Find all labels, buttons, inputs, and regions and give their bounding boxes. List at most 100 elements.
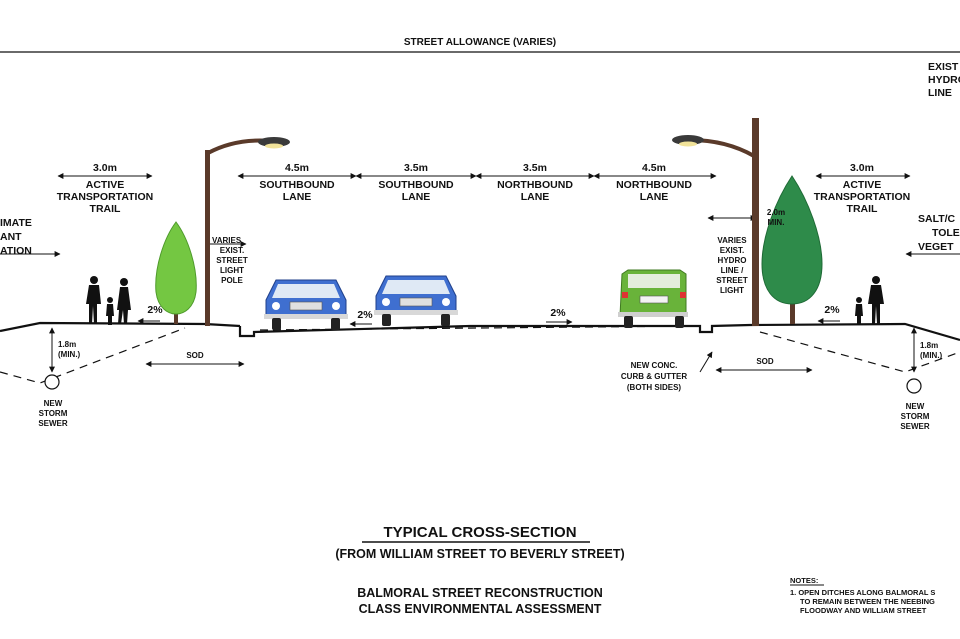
depth-right-label: 1.8m (MIN.) (920, 341, 942, 361)
right-edge-line2: TOLE (932, 227, 960, 239)
street-light-right-icon (672, 118, 759, 326)
pole-right-line3: HYDRO (717, 256, 747, 265)
pole-right-line1: VARIES (717, 236, 747, 245)
notes-block: NOTES: 1. OPEN DITCHES ALONG BALMORAL S … (790, 576, 935, 615)
lane-1-direction: SOUTHBOUND (259, 179, 335, 191)
lane-4-type: LANE (639, 191, 669, 203)
offset-label: 2.0m MIN. (758, 208, 794, 228)
climate-tolerant-vegetation-label: IMATE ANT ATION (0, 216, 32, 258)
depth-right-value: 1.8m (920, 341, 939, 350)
trail-right-label: 3.0m ACTIVE TRANSPORTATION TRAIL (802, 162, 922, 215)
sewer-left-line2: STORM (38, 409, 68, 418)
pole-left-line3: STREET (216, 256, 248, 265)
lane-3-direction: NORTHBOUND (497, 179, 573, 191)
curb-line3: (BOTH SIDES) (626, 383, 682, 392)
lane-1-type: LANE (282, 191, 312, 203)
existing-hydro-line-line1: EXIST (928, 61, 959, 73)
pedestrians-left-icon (86, 276, 131, 325)
sod-left-label: SOD (186, 351, 204, 360)
trail-right-line2: TRANSPORTATION (813, 191, 911, 203)
pole-left-line5: POLE (221, 276, 243, 285)
depth-right-min: (MIN.) (920, 351, 943, 360)
section-title: TYPICAL CROSS-SECTION (383, 524, 577, 541)
ditch-profile (0, 327, 960, 384)
project-name: BALMORAL STREET RECONSTRUCTION (357, 586, 603, 600)
slope-label-2: 2% (357, 309, 373, 321)
street-allowance-label: STREET ALLOWANCE (VARIES) (403, 37, 557, 48)
pole-right-line6: LIGHT (720, 286, 744, 295)
lane-2-width: 3.5m (404, 162, 428, 174)
offset-value: 2.0m (766, 208, 786, 217)
trail-left-width: 3.0m (93, 162, 117, 174)
trail-left-line3: TRAIL (89, 203, 121, 215)
notes-heading: NOTES: (790, 576, 819, 585)
depth-left-min: (MIN.) (58, 350, 81, 359)
sewer-left-line3: SEWER (38, 419, 68, 428)
pole-left-line2: EXIST. (219, 246, 245, 255)
slope-label-3: 2% (550, 307, 566, 319)
right-edge-line1: SALT/C (918, 213, 956, 225)
sewer-right-line3: SEWER (900, 422, 930, 431)
tree-right-icon (761, 175, 823, 324)
note-1-line3: FLOODWAY AND WILLIAM STREET (800, 606, 927, 615)
storm-sewer-right-icon (906, 378, 922, 394)
ground-profile (0, 321, 960, 342)
lane-4-width: 4.5m (642, 162, 666, 174)
sewer-right-label: NEW STORM SEWER (892, 402, 938, 432)
curb-gutter-label: NEW CONC. CURB & GUTTER (BOTH SIDES) (602, 360, 706, 393)
right-edge-line3: VEGET (918, 241, 954, 253)
trail-right-line1: ACTIVE (842, 179, 882, 191)
trail-right-line3: TRAIL (846, 203, 878, 215)
curb-line1: NEW CONC. (630, 361, 678, 370)
project-study: CLASS ENVIRONMENTAL ASSESSMENT (358, 602, 602, 616)
hydro-line-pole-label: VARIES EXIST. HYDRO LINE / STREET LIGHT (710, 236, 754, 296)
car-blue-1-icon (264, 279, 348, 330)
existing-hydro-line-line2: HYDRO (928, 74, 960, 86)
pole-right-line5: STREET (716, 276, 748, 285)
dimension-lines (0, 173, 960, 373)
depth-left-label: 1.8m (MIN.) (58, 340, 80, 360)
sewer-left-line1: NEW (43, 399, 63, 408)
section-subtitle: (FROM WILLIAM STREET TO BEVERLY STREET) (335, 547, 625, 561)
sod-right-label: SOD (756, 357, 774, 366)
street-light-left-icon (205, 137, 290, 326)
sewer-right-line2: STORM (900, 412, 930, 421)
lane-3-type: LANE (520, 191, 550, 203)
trail-right-width: 3.0m (850, 162, 874, 174)
sewer-right-line1: NEW (905, 402, 925, 411)
pole-left-line4: LIGHT (220, 266, 244, 275)
note-1-line2: TO REMAIN BETWEEN THE NEEBING (800, 597, 935, 606)
trail-left-line2: TRANSPORTATION (56, 191, 154, 203)
slope-arrows (137, 318, 840, 327)
car-green-icon (618, 269, 688, 328)
sewer-left-label: NEW STORM SEWER (30, 399, 76, 429)
pole-right-line2: EXIST. (719, 246, 745, 255)
lane-2-label: 3.5m SOUTHBOUND LANE (356, 162, 476, 203)
lane-3-label: 3.5m NORTHBOUND LANE (475, 162, 595, 203)
note-1-line1: 1. OPEN DITCHES ALONG BALMORAL S (790, 588, 936, 597)
lane-2-type: LANE (401, 191, 431, 203)
slope-label-4: 2% (824, 304, 840, 316)
pole-left-line1: VARIES (212, 236, 242, 245)
lane-3-width: 3.5m (523, 162, 547, 174)
curb-line2: CURB & GUTTER (620, 372, 688, 381)
existing-hydro-line-label: EXIST HYDRO LINE (928, 61, 960, 100)
lane-1-width: 4.5m (285, 162, 309, 174)
offset-min: MIN. (767, 218, 785, 227)
left-edge-line1: IMATE (0, 217, 32, 229)
lane-2-direction: SOUTHBOUND (378, 179, 454, 191)
car-blue-2-icon (374, 275, 458, 326)
existing-hydro-line-line3: LINE (928, 87, 952, 99)
slope-label-1: 2% (147, 304, 163, 316)
storm-sewer-left-icon (44, 374, 60, 390)
pedestrians-right-icon (855, 276, 884, 325)
pole-right-line4: LINE / (720, 266, 744, 275)
lane-4-label: 4.5m NORTHBOUND LANE (594, 162, 714, 203)
lane-4-direction: NORTHBOUND (616, 179, 692, 191)
trail-left-label: 3.0m ACTIVE TRANSPORTATION TRAIL (45, 162, 165, 215)
trail-left-line1: ACTIVE (85, 179, 125, 191)
tree-left-icon (155, 221, 197, 324)
left-edge-line3: ATION (0, 245, 32, 257)
street-light-pole-label: VARIES EXIST. STREET LIGHT POLE (212, 236, 252, 286)
